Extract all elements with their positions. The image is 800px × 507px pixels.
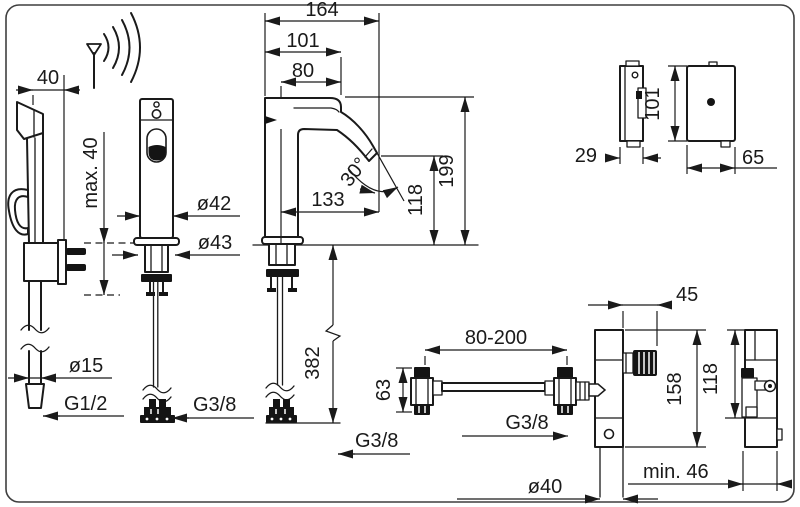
dim-spout-reach-inner: 80 — [280, 60, 341, 245]
dim-label-faucet-body-dia: ø42 — [197, 193, 231, 215]
shower-valve-side-view — [741, 329, 783, 448]
dim-valve-min-clearance: min. 46 — [628, 451, 792, 491]
dim-valve-union-height: 63 — [373, 367, 412, 413]
dim-faucet-base-dia: ø43 — [112, 232, 240, 260]
dim-label-handshower-offset: 40 — [37, 67, 59, 89]
faucet-led-indicator — [153, 101, 160, 108]
handshower-bracket — [23, 242, 59, 282]
dim-spout-reach-center: 133 — [281, 189, 379, 217]
dim-handshower-hose-dia: ø15 — [8, 355, 112, 383]
dim-label-spout-reach-inner: 80 — [292, 60, 314, 82]
faucet-side-view — [252, 97, 479, 424]
wireless-signal-icon — [86, 12, 141, 89]
dim-handshower-offset: 40 — [16, 67, 80, 240]
dim-label-valve-union-height: 63 — [373, 379, 395, 401]
dim-label-valve-connection-span: 80-200 — [465, 327, 527, 349]
valve-connection-pipe — [441, 382, 546, 392]
dim-label-valve-body-height: 158 — [664, 372, 686, 405]
dim-label-spout-reach-outer: 101 — [286, 30, 319, 52]
dim-label-handshower-max-mount: max. 40 — [80, 137, 102, 208]
handshower-trigger-lever — [7, 188, 29, 236]
dim-valve-pillar-dia: ø40 — [457, 476, 658, 504]
dim-label-handshower-hose-thread: G1/2 — [64, 393, 107, 415]
junction-box-button — [707, 98, 715, 106]
dim-spout-outlet-height: 118 — [381, 155, 443, 245]
dim-label-valve-supply-thread: G3/8 — [505, 412, 548, 434]
dim-label-faucet-base-dia: ø43 — [198, 232, 232, 254]
dim-label-faucet-front-supply-thread: G3/8 — [193, 394, 236, 416]
dim-valve-top-offset: 45 — [588, 284, 698, 346]
dim-junction-box-height: 101 — [642, 65, 687, 142]
dim-label-junction-box-width: 65 — [742, 147, 764, 169]
dim-label-spout-outlet-height: 118 — [405, 184, 427, 216]
dim-label-valve-min-clearance: min. 46 — [643, 461, 709, 483]
junction-box-front-view — [686, 61, 736, 148]
dim-supply-hose-length: 382 — [302, 245, 342, 423]
dim-valve-body-height: 158 — [625, 329, 706, 448]
dim-handshower-hose-thread: G1/2 — [43, 393, 124, 421]
dim-label-faucet-total-height: 199 — [436, 154, 458, 187]
dim-label-valve-top-offset: 45 — [676, 284, 698, 306]
dim-label-valve-pillar-dia: ø40 — [528, 476, 562, 498]
faucet-side-supply-connector — [269, 407, 294, 416]
dim-valve-side-height: 118 — [700, 329, 745, 419]
dim-label-spout-reach-center: 133 — [311, 189, 344, 211]
drawing-frame — [5, 4, 795, 503]
dim-spout-reach-total: 164 — [264, 0, 380, 212]
dim-junction-box-width: 65 — [686, 145, 777, 174]
shower-valve-front-view — [410, 329, 657, 498]
handshower-side-view — [7, 101, 86, 409]
dim-label-junction-box-height: 101 — [642, 87, 664, 120]
dim-label-handshower-hose-dia: ø15 — [69, 355, 103, 377]
dim-handshower-max-mount: max. 40 — [80, 132, 136, 296]
dim-faucet-front-supply-thread: G3/8 — [172, 394, 254, 423]
dim-label-faucet-side-supply-thread: G3/8 — [355, 430, 398, 452]
junction-box-side-view — [619, 60, 647, 148]
dim-spout-reach-outer: 101 — [265, 30, 342, 95]
dim-valve-supply-thread: G3/8 — [462, 412, 568, 441]
dim-label-spout-reach-total: 164 — [305, 0, 338, 21]
dim-faucet-side-supply-thread: G3/8 — [338, 430, 410, 459]
dim-label-junction-box-depth: 29 — [575, 145, 597, 167]
faucet-front-view — [133, 98, 180, 423]
handshower-hose-connector — [25, 383, 45, 409]
dim-label-supply-hose-length: 382 — [302, 346, 324, 379]
dim-faucet-total-height: 199 — [345, 96, 474, 245]
dim-label-valve-side-height: 118 — [700, 363, 722, 395]
dim-valve-connection-span: 80-200 — [424, 327, 568, 365]
dim-junction-box-depth: 29 — [575, 145, 661, 167]
dim-faucet-body-dia: ø42 — [117, 193, 240, 221]
